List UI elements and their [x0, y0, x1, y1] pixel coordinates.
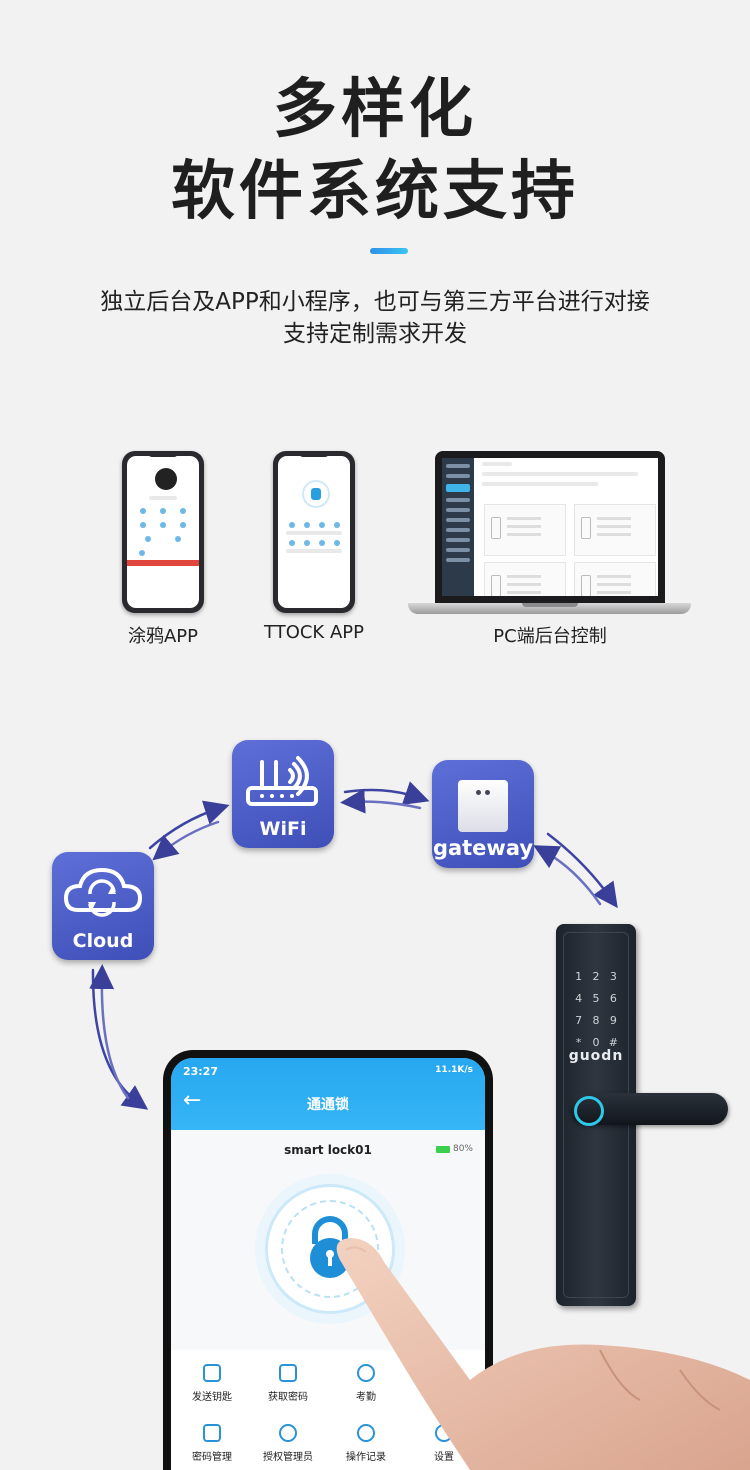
app-header: 23:27 11.1K/s ← 通通锁: [171, 1058, 485, 1130]
menu-attendance[interactable]: 考勤: [327, 1364, 405, 1403]
accent-divider: [370, 248, 408, 254]
wifi-router-icon: WiFi: [232, 740, 334, 848]
gateway-icon: gateway: [432, 760, 534, 868]
laptop-base: [408, 603, 691, 614]
lock-name: smart lock01: [284, 1143, 372, 1157]
pc-backend-label: PC端后台控制: [493, 626, 607, 647]
menu-get-password[interactable]: 获取密码: [249, 1364, 327, 1403]
menu-send-key[interactable]: 发送钥匙: [173, 1364, 251, 1403]
lock-brand-logo: guodn: [568, 1048, 624, 1064]
menu-operation-log[interactable]: 操作记录: [327, 1424, 405, 1463]
gateway-label: gateway: [432, 836, 534, 860]
tuya-app-label: 涂鸦APP: [127, 626, 199, 647]
headline-line2: 软件系统支持: [171, 155, 579, 229]
menu-admin-auth[interactable]: 授权管理员: [249, 1424, 327, 1463]
ttock-app-phone: [273, 451, 355, 613]
subtitle-line2: 支持定制需求开发: [283, 321, 467, 347]
subtitle-line1: 独立后台及APP和小程序，也可与第三方平台进行对接: [100, 289, 650, 315]
app-title: 通通锁: [307, 1097, 349, 1113]
status-network: 11.1K/s: [435, 1065, 473, 1075]
user-icon: [279, 1424, 297, 1442]
menu-password-manage[interactable]: 密码管理: [173, 1424, 251, 1463]
back-arrow-icon[interactable]: ←: [183, 1088, 202, 1113]
fingerprint-sensor-icon: [574, 1096, 604, 1126]
key-icon: [203, 1364, 221, 1382]
tuya-app-phone: [122, 451, 204, 613]
list-icon: [203, 1424, 221, 1442]
cloud-label: Cloud: [72, 930, 134, 952]
battery-indicator: 80%: [435, 1144, 473, 1154]
battery-icon: [435, 1145, 450, 1153]
status-time: 23:27: [183, 1065, 219, 1078]
wifi-label: WiFi: [259, 818, 307, 840]
history-icon: [357, 1424, 375, 1442]
pc-backend-laptop: [435, 451, 665, 603]
check-icon: [357, 1364, 375, 1382]
avatar: [155, 468, 177, 490]
cloud-icon: Cloud: [52, 852, 154, 960]
ttock-app-label: TTOCK APP: [264, 622, 364, 643]
headline-line1: 多样化: [273, 73, 477, 147]
keypad-icon: [279, 1364, 297, 1382]
